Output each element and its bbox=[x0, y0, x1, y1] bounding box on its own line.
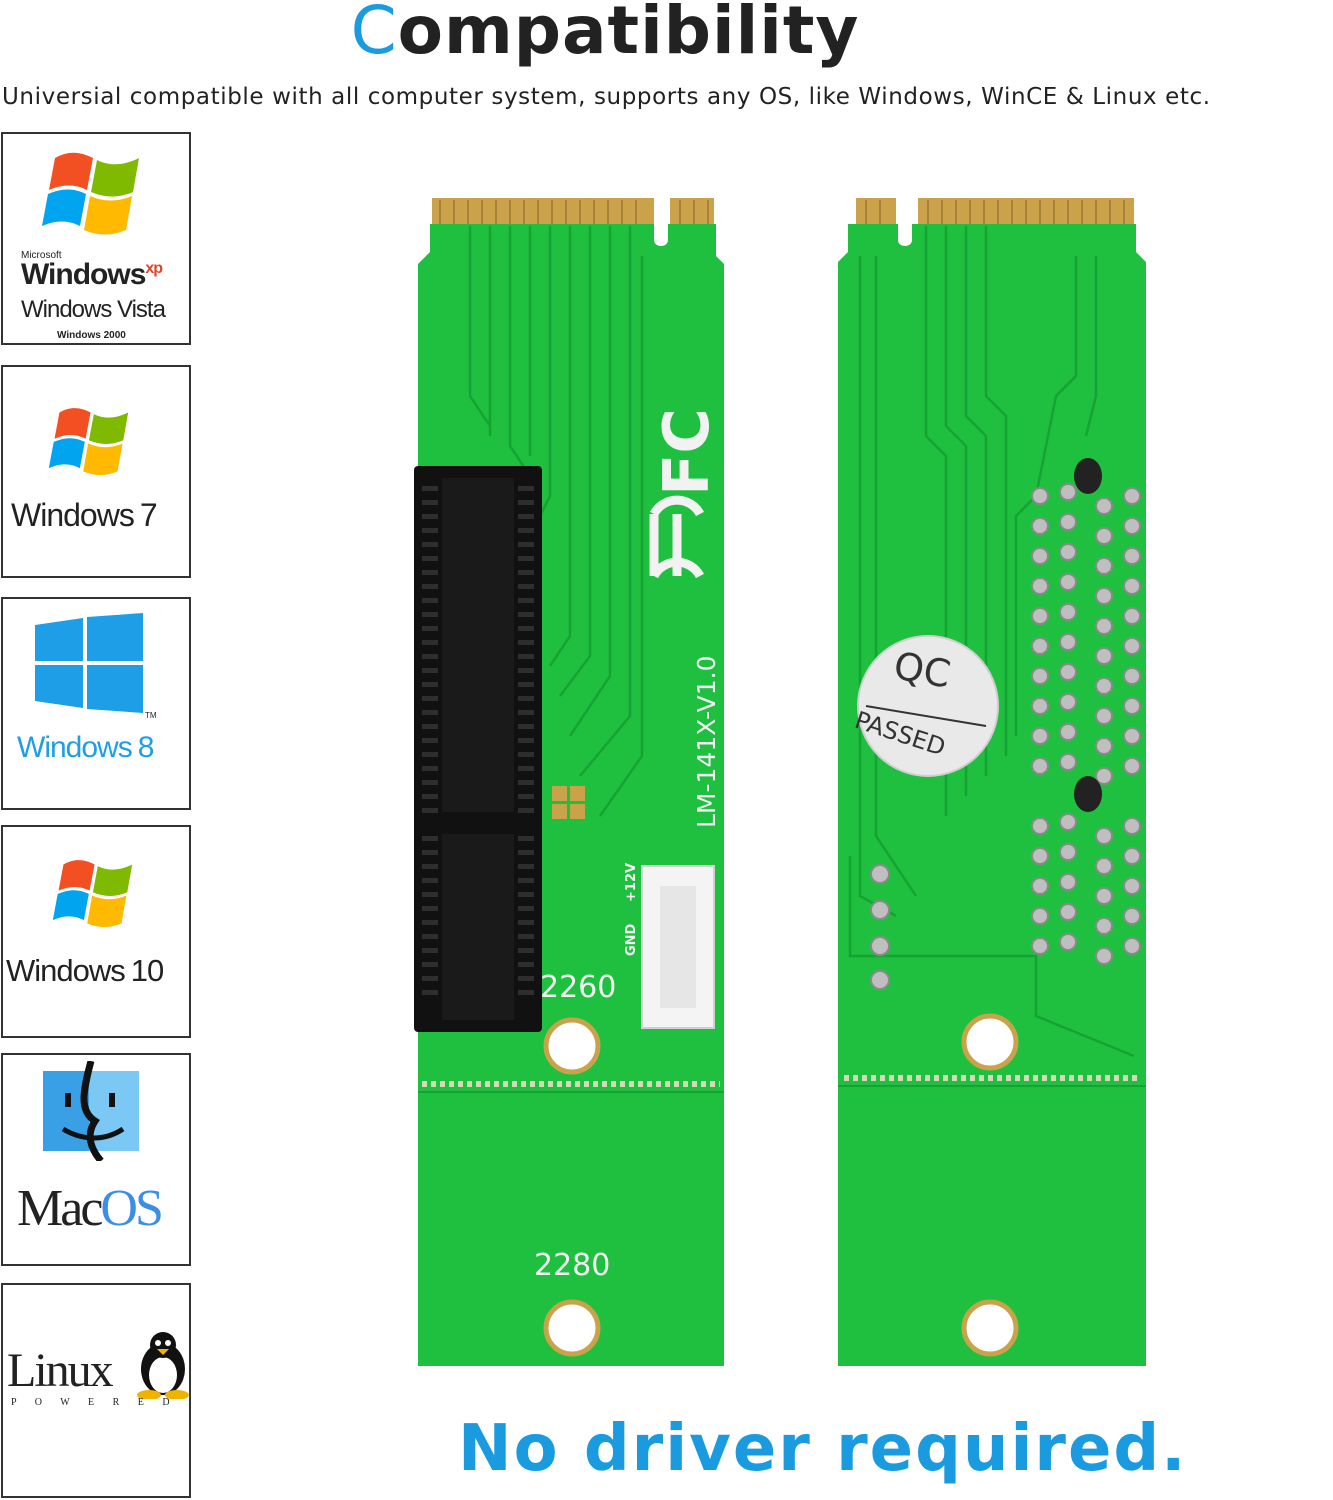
pcb-front-graphic: FC bbox=[414, 198, 724, 1366]
os-win8-tm: TM bbox=[145, 711, 157, 720]
pin-12v-label: +12V bbox=[624, 862, 639, 902]
size-2280-label: 2280 bbox=[534, 1248, 611, 1283]
windows-flag-icon bbox=[42, 152, 139, 235]
windows-flag-icon bbox=[48, 408, 129, 476]
os-macos-box: MacOS bbox=[1, 1053, 191, 1266]
footer-note: No driver required. bbox=[458, 1412, 1188, 1486]
os-linux-label: Linux bbox=[7, 1344, 114, 1397]
adapter-board-front: FC LM-141X-V1.0 +12V GND 2260 2280 bbox=[410, 196, 730, 1376]
pin-gnd-label: GND bbox=[624, 923, 639, 956]
os-xp-label: Windowsxp bbox=[21, 258, 163, 291]
os-vista-label: Windows Vista bbox=[21, 296, 166, 323]
os-linux-box: Linux P O W E R E D bbox=[1, 1283, 191, 1498]
os-linux-sub: P O W E R E D bbox=[11, 1397, 178, 1408]
page-subtitle: Universial compatible with all computer … bbox=[2, 84, 1211, 110]
pcb-back-graphic bbox=[838, 198, 1146, 1366]
os-windows-xp-box: Microsoft Windowsxp Windows Vista Window… bbox=[1, 132, 191, 345]
os-brand: Microsoft bbox=[21, 250, 62, 261]
tux-penguin-icon bbox=[137, 1332, 189, 1399]
size-2260-label: 2260 bbox=[540, 970, 617, 1005]
adapter-board-back: QC PASSED bbox=[836, 196, 1148, 1376]
board-model-label: LM-141X-V1.0 bbox=[692, 655, 721, 828]
page-title: Compatibility bbox=[350, 0, 860, 69]
os-2000-label: Windows 2000 bbox=[57, 330, 126, 341]
svg-text:FC: FC bbox=[650, 408, 723, 496]
qc-label: QC bbox=[890, 643, 954, 697]
finder-face-icon bbox=[43, 1061, 139, 1161]
windows-flag-icon bbox=[52, 860, 133, 928]
windows-tile-icon bbox=[35, 613, 143, 713]
os-macos-label: MacOS bbox=[17, 1180, 164, 1237]
